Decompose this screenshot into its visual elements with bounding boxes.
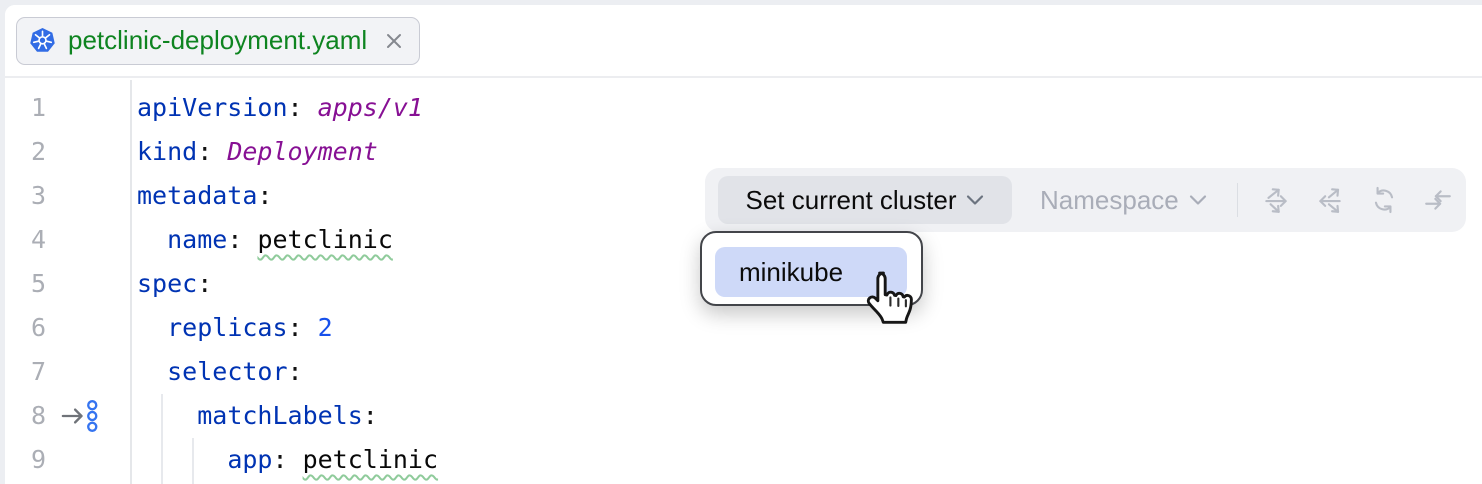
editor-window: petclinic-deployment.yaml [5,5,1482,484]
code-text: name: petclinic [167,225,393,254]
namespace-button[interactable]: Namespace [1040,176,1207,224]
chevron-down-icon [1189,194,1207,206]
cluster-dropdown-popup: minikube [700,231,923,306]
namespace-label: Namespace [1040,184,1179,215]
close-icon[interactable] [383,30,405,52]
code-lines: 1 apiVersion: apps/v1 2 kind: Deployment 3 me… [5,86,1482,482]
code-text: replicas: 2 [167,313,333,342]
toolbar-separator [1236,183,1239,217]
refresh-icon[interactable] [1368,184,1400,216]
editor-tab-bar: petclinic-deployment.yaml [5,5,1482,78]
code-text: matchLabels: [197,401,378,430]
kubernetes-floating-toolbar: Set current cluster Namespace [705,168,1466,232]
cluster-option-minikube[interactable]: minikube [715,247,907,297]
gutter-separator [130,80,132,484]
code-text: kind: Deployment [137,137,378,166]
gutter-cell [46,398,130,434]
code-line[interactable]: 2 kind: Deployment [5,130,1482,174]
compare-collapse-icon[interactable] [1422,184,1454,216]
tab-filename: petclinic-deployment.yaml [68,25,368,55]
code-text: metadata: [137,181,273,210]
line-number: 4 [30,225,46,254]
indent-guide [161,394,163,484]
chevron-down-icon [966,194,984,206]
indent-guide [192,438,194,484]
code-line[interactable]: 3 metadata: [5,174,1482,218]
line-number: 9 [30,445,46,474]
code-text: apiVersion: apps/v1 [137,93,423,122]
apply-to-cluster-icon[interactable] [1260,184,1292,216]
toolbar-action-icons [1260,184,1454,216]
code-text: selector: [167,357,303,386]
code-text: spec: [137,269,213,298]
set-current-cluster-label: Set current cluster [745,184,957,215]
selector-labels-icon[interactable] [57,398,104,434]
line-number: 5 [30,269,46,298]
line-number: 8 [30,401,46,430]
code-line[interactable]: 9 app: petclinic [5,438,1482,482]
get-from-cluster-icon[interactable] [1314,184,1346,216]
line-number: 3 [30,181,46,210]
line-number: 7 [30,357,46,386]
code-line[interactable]: 7 selector: [5,350,1482,394]
code-line[interactable]: 6 replicas: 2 [5,306,1482,350]
line-number: 2 [30,137,46,166]
code-line[interactable]: 1 apiVersion: apps/v1 [5,86,1482,130]
line-number: 1 [30,93,46,122]
code-line[interactable]: 5 spec: [5,262,1482,306]
code-text: app: petclinic [227,445,439,474]
code-line[interactable]: 8 matchLabels: [5,394,1482,438]
code-line[interactable]: 4 name: petclinic [5,218,1482,262]
tab-petclinic-deployment-yaml[interactable]: petclinic-deployment.yaml [16,16,421,65]
kubernetes-icon [29,27,56,54]
line-number: 6 [30,313,46,342]
set-current-cluster-button[interactable]: Set current cluster [718,176,1012,224]
